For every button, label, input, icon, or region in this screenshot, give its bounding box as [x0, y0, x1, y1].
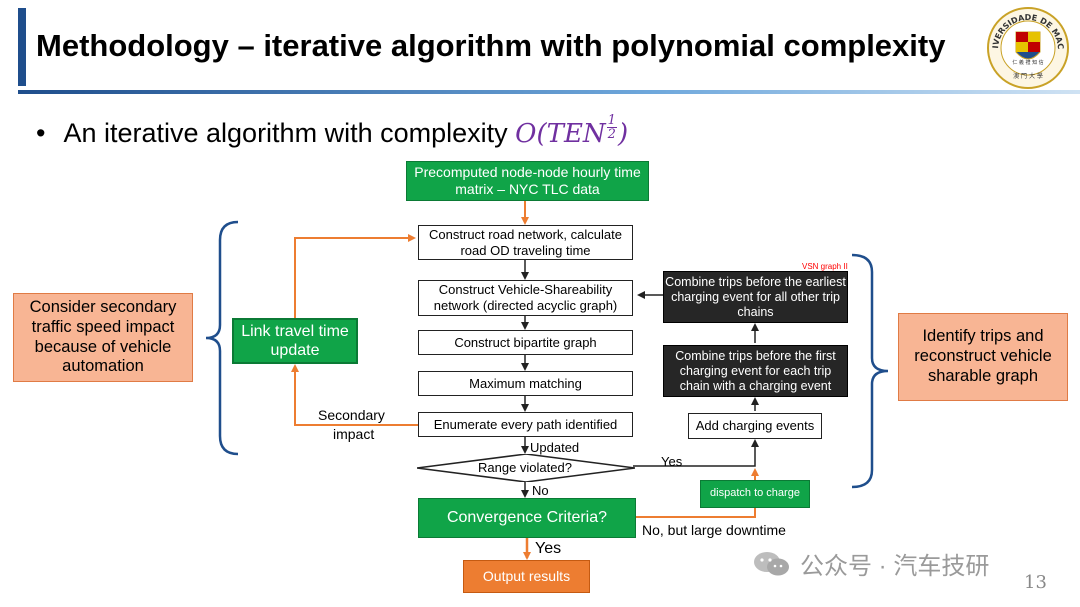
- label-secondary: Secondary: [318, 407, 385, 423]
- formula-exponent-numerator: 1: [606, 113, 617, 128]
- convergence-criteria-box: Convergence Criteria?: [418, 498, 636, 538]
- step-maximum-matching: Maximum matching: [418, 371, 633, 396]
- page-number: 13: [1024, 572, 1047, 593]
- university-logo: UNIVERSIDADE DE MACAU 仁 義 禮 知 信 澳 門 大 學: [986, 6, 1069, 89]
- decision-range-violated: [417, 454, 635, 482]
- vsn-graph-label: VSN graph II: [802, 262, 848, 271]
- arrow-decision-yes-to-add-charging: [633, 439, 759, 467]
- step-construct-road-network: Construct road network, calculate road O…: [418, 225, 633, 260]
- watermark-text: 公众号 · 汽车技研: [800, 553, 990, 580]
- dispatch-to-charge-box: dispatch to charge: [700, 480, 810, 508]
- input-time-matrix-box: Precomputed node-node hourly time matrix…: [406, 161, 649, 201]
- bullet-dot: •: [36, 118, 46, 148]
- step-construct-vsn: Construct Vehicle-Shareability network (…: [418, 280, 633, 316]
- logo-motto: 仁 義 禮 知 信: [1012, 59, 1043, 66]
- step-enumerate-paths: Enumerate every path identified: [418, 412, 633, 437]
- label-no-large-downtime: No, but large downtime: [642, 522, 786, 538]
- title-underline: [18, 90, 1080, 94]
- combine-first-charging-box: Combine trips before the first charging …: [663, 345, 848, 397]
- bullet-complexity: •An iterative algorithm with complexity …: [36, 114, 628, 149]
- left-bracket: [205, 220, 239, 456]
- formula-exponent-denominator: 2: [607, 127, 616, 142]
- add-charging-events-box: Add charging events: [688, 413, 822, 439]
- wechat-icon: [754, 551, 789, 575]
- label-no: No: [532, 483, 549, 498]
- arrow-secondary-to-link-update: [291, 364, 418, 426]
- label-yes-bottom: Yes: [535, 540, 562, 557]
- title-accent-bar: [18, 8, 26, 86]
- bullet-text: An iterative algorithm with complexity: [63, 118, 508, 148]
- left-annotation-box: Consider secondary traffic speed impact …: [13, 293, 193, 382]
- watermark: 公众号 · 汽车技研: [752, 546, 989, 581]
- combine-earliest-charging-box: Combine trips before the earliest chargi…: [663, 271, 848, 323]
- logo-bottom-text: 澳 門 大 學: [1013, 72, 1043, 80]
- slide-title: Methodology – iterative algorithm with p…: [36, 28, 946, 63]
- label-impact: impact: [333, 426, 375, 442]
- right-annotation-box: Identify trips and reconstruct vehicle s…: [898, 313, 1068, 401]
- label-yes-right: Yes: [661, 454, 683, 469]
- arrow-link-update-to-step1: [294, 234, 416, 320]
- right-bracket: [851, 253, 889, 489]
- link-travel-time-update-box: Link travel time update: [232, 318, 358, 364]
- decision-label: Range violated?: [478, 460, 572, 475]
- step-bipartite-graph: Construct bipartite graph: [418, 330, 633, 355]
- output-results-box: Output results: [463, 560, 590, 593]
- label-updated: Updated: [530, 440, 580, 455]
